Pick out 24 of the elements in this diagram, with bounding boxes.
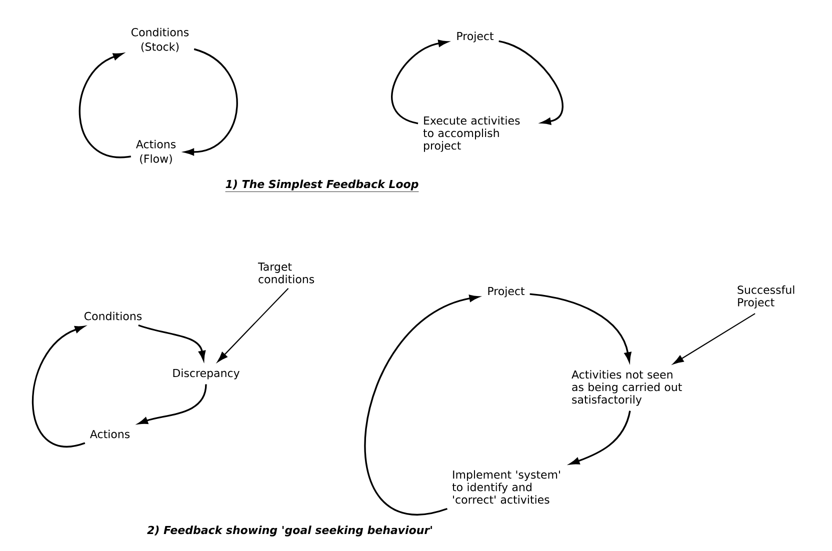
loop-text: Actions (Flow) <box>136 140 176 164</box>
loop-text: Activities not seen as being carried out satisfactorily <box>572 370 682 406</box>
loop-text: Execute activities to accomplish project <box>423 116 520 152</box>
curved-arrow <box>32 326 86 448</box>
loop-text: Target conditions <box>258 262 314 284</box>
figure-caption: 2) Feedback showing 'goal seeking behaviour' <box>147 526 432 536</box>
arrow <box>672 313 756 364</box>
loop-text: Project <box>457 32 494 42</box>
curved-arrow <box>530 293 632 362</box>
curved-arrow <box>184 48 238 156</box>
curved-arrow <box>498 40 564 125</box>
curved-arrow <box>138 384 207 424</box>
figure-caption: 1) The Simplest Feedback Loop <box>225 180 419 192</box>
loop-text: Conditions (Stock) <box>132 28 189 52</box>
curved-arrow <box>138 324 206 360</box>
loop-text: Actions <box>90 430 130 438</box>
loop-text: Discrepancy <box>173 368 240 380</box>
curved-arrow <box>570 410 631 465</box>
loop-text: Project <box>488 286 525 298</box>
loop-text: Successful Project <box>738 285 794 309</box>
arrow <box>217 288 289 362</box>
curved-arrow <box>79 53 131 158</box>
loop-text: Conditions <box>84 312 142 320</box>
loop-text: Implement 'system' to identify and 'correct' activities <box>452 470 560 504</box>
